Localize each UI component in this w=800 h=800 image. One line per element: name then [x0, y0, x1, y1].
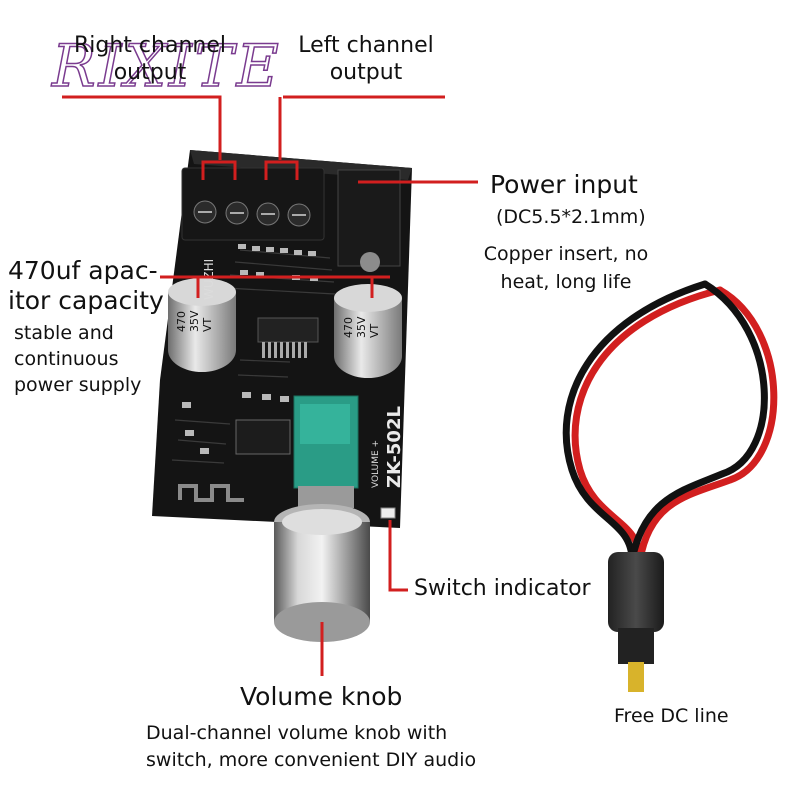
left-channel-line2: output	[329, 60, 403, 85]
capacitor-title: 470uf apac- itor capacity	[8, 256, 164, 316]
svg-text:470: 470	[342, 317, 355, 338]
dc-line-label: Free DC line	[614, 705, 729, 727]
volume-knob-shape	[274, 504, 370, 642]
board-volume-text: VOLUME +	[371, 440, 381, 488]
power-input-spec: (DC5.5*2.1mm)	[496, 206, 646, 228]
svg-text:35V: 35V	[188, 310, 201, 332]
power-input-desc-line2: heat, long life	[500, 271, 632, 293]
right-channel-line2: output	[113, 60, 187, 85]
capacitor-desc-line2: continuous	[14, 348, 119, 370]
volume-potentiometer	[293, 395, 359, 508]
capacitor-right: 470 35V VT	[334, 284, 402, 378]
watermark-logo: RIXITE	[51, 31, 282, 101]
dc-plug	[608, 552, 664, 692]
svg-text:35V: 35V	[355, 316, 368, 338]
volume-knob-desc-line2: switch, more convenient DIY audio	[146, 749, 477, 771]
volume-knob-desc-line1: Dual-channel volume knob with	[146, 722, 448, 744]
capacitor-left: 470 35V VT	[168, 278, 236, 372]
left-channel-label: Left channel output	[286, 32, 446, 86]
capacitor-desc-line3: power supply	[14, 374, 142, 396]
capacitor-title-line1: 470uf apac-	[8, 256, 158, 285]
callout-lines	[62, 95, 478, 676]
board-model-text: ZK-502L	[384, 406, 405, 488]
right-channel-label: Right channel output	[60, 32, 240, 86]
power-input-title: Power input	[490, 170, 638, 199]
amplifier-board: 470 35V VT 470 35V VT ZK-502L VOLUME + W…	[152, 150, 412, 528]
switch-indicator-label: Switch indicator	[414, 576, 591, 601]
right-channel-line1: Right channel	[74, 33, 226, 58]
capacitor-desc: stable and continuous power supply	[14, 320, 141, 398]
power-input-desc-line1: Copper insert, no	[483, 243, 649, 265]
left-channel-line1: Left channel	[298, 33, 434, 58]
cap-rating-text: 470	[175, 311, 188, 332]
svg-text:VT: VT	[368, 323, 381, 338]
svg-text:VT: VT	[201, 317, 214, 332]
capacitor-title-line2: itor capacity	[8, 286, 164, 315]
volume-knob-desc: Dual-channel volume knob with switch, mo…	[146, 720, 476, 774]
dc-cable	[562, 280, 778, 564]
power-input-desc: Copper insert, no heat, long life	[476, 240, 656, 296]
volume-knob-title: Volume knob	[240, 682, 403, 711]
switch-indicator-led	[380, 507, 396, 519]
board-brand-text: WUZHI	[202, 259, 216, 300]
capacitor-desc-line1: stable and	[14, 322, 114, 344]
